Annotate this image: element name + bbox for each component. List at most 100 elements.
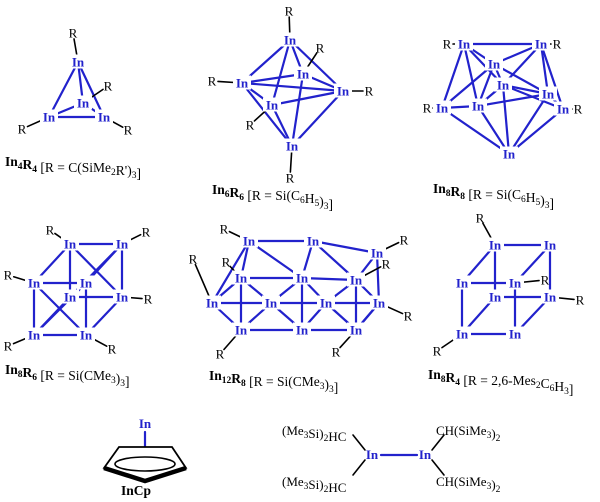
atom-mask bbox=[74, 95, 92, 110]
atom-mask bbox=[453, 326, 471, 341]
atom-mask bbox=[293, 322, 311, 337]
indium-atom: In bbox=[542, 87, 555, 102]
r-label: R bbox=[18, 122, 27, 137]
in-in-bond bbox=[240, 81, 345, 93]
caption-in12r8: In12R8 [R = Si(CMe3)3] bbox=[209, 368, 338, 395]
atom-mask bbox=[281, 32, 299, 47]
indium-atom: In bbox=[265, 296, 278, 311]
in-in-bond bbox=[76, 60, 106, 119]
in-in-bond bbox=[240, 72, 305, 85]
r-label: R bbox=[553, 37, 562, 52]
atom-mask bbox=[541, 237, 559, 252]
in-c-bond bbox=[431, 459, 445, 476]
r-label: R bbox=[124, 123, 133, 138]
in-in-bond bbox=[270, 38, 292, 107]
atom-mask bbox=[453, 275, 471, 290]
r-label: R bbox=[4, 268, 13, 283]
cyclopentadienyl-ring bbox=[102, 446, 188, 482]
atom-mask bbox=[61, 289, 79, 304]
atom-mask bbox=[500, 146, 518, 161]
in-in-bond bbox=[240, 81, 294, 148]
indium-atom: In bbox=[98, 110, 111, 125]
atom-mask bbox=[347, 322, 365, 337]
r-label: R bbox=[433, 344, 442, 359]
indium-atom: In bbox=[350, 273, 363, 288]
atom-mask bbox=[25, 275, 43, 290]
caption-in8r4: In8R4 [R = 2,6-Mes2C6H3] bbox=[428, 367, 573, 397]
in-in-bond bbox=[476, 104, 511, 156]
indium-atom: In bbox=[80, 276, 93, 291]
indium-atom: In bbox=[116, 237, 129, 252]
r-label: R bbox=[108, 342, 117, 357]
caption-in4r4: In4R4 [R = C(SiMe2R')3] bbox=[5, 154, 141, 181]
r-label: R bbox=[286, 171, 295, 186]
in-c-bond bbox=[431, 434, 445, 451]
atom-mask bbox=[455, 36, 473, 51]
atom-mask bbox=[486, 289, 504, 304]
indium-atom: In bbox=[489, 238, 502, 253]
atom-mask bbox=[317, 295, 335, 310]
r-label: R bbox=[576, 293, 585, 308]
ligand-label: CH(SiMe3)2 bbox=[436, 423, 501, 444]
caption-text: In8R6 [R = Si(CMe3)3] bbox=[5, 362, 130, 389]
indium-atom: In bbox=[266, 98, 279, 113]
ring-front-edge bbox=[103, 465, 187, 484]
caption-in8r6: In8R6 [R = Si(CMe3)3] bbox=[5, 362, 130, 389]
r-label: R bbox=[476, 211, 485, 226]
in-in-bond bbox=[47, 60, 80, 119]
r-label: R bbox=[316, 41, 325, 56]
r-label: R bbox=[144, 292, 153, 307]
indium-atom: In bbox=[297, 67, 310, 82]
indium-atom: In bbox=[235, 323, 248, 338]
in-c-bond bbox=[352, 434, 366, 451]
r-label: R bbox=[285, 4, 294, 19]
in-in-bond bbox=[539, 42, 550, 96]
indium-atom: In bbox=[64, 237, 77, 252]
indium-atom: In bbox=[296, 271, 309, 286]
in-in-bond bbox=[290, 72, 305, 148]
indium-atom: In bbox=[296, 323, 309, 338]
indium-atom: In bbox=[371, 246, 384, 261]
r-label: R bbox=[222, 255, 231, 270]
indium-atom: In bbox=[472, 99, 485, 114]
atom-mask bbox=[433, 100, 451, 115]
atom-mask bbox=[486, 237, 504, 252]
indium-atom: In bbox=[544, 290, 557, 305]
atom-mask bbox=[334, 83, 352, 98]
indium-atom: In bbox=[64, 290, 77, 305]
atom-mask bbox=[262, 295, 280, 310]
atom-mask bbox=[368, 245, 386, 260]
indium-atom: In bbox=[236, 76, 249, 91]
atom-mask bbox=[554, 101, 572, 116]
indium-atom: In bbox=[497, 78, 510, 93]
atom-mask bbox=[304, 233, 322, 248]
in-in-bond bbox=[501, 83, 511, 156]
atom-mask bbox=[539, 86, 557, 101]
in-in-bond bbox=[476, 92, 550, 108]
r-label: R bbox=[216, 347, 225, 362]
indium-atom: In bbox=[419, 447, 432, 462]
atom-mask bbox=[370, 295, 388, 310]
indium-atom: In bbox=[77, 96, 90, 111]
atom-mask bbox=[61, 236, 79, 251]
in-in-bond bbox=[501, 83, 565, 111]
in-in-bond bbox=[311, 239, 379, 255]
in-in-bond bbox=[440, 106, 511, 156]
r-label: R bbox=[4, 339, 13, 354]
r-label: R bbox=[423, 101, 432, 116]
atom-mask bbox=[532, 36, 550, 51]
incp-molecule: In bbox=[102, 416, 188, 484]
indium-atom: In bbox=[72, 55, 85, 70]
r-label: R bbox=[69, 26, 78, 41]
atom-mask bbox=[541, 289, 559, 304]
atom-mask bbox=[293, 270, 311, 285]
atom-mask bbox=[69, 54, 87, 69]
atom-mask bbox=[40, 109, 58, 124]
indium-atom: In bbox=[458, 37, 471, 52]
atom-mask bbox=[77, 327, 95, 342]
